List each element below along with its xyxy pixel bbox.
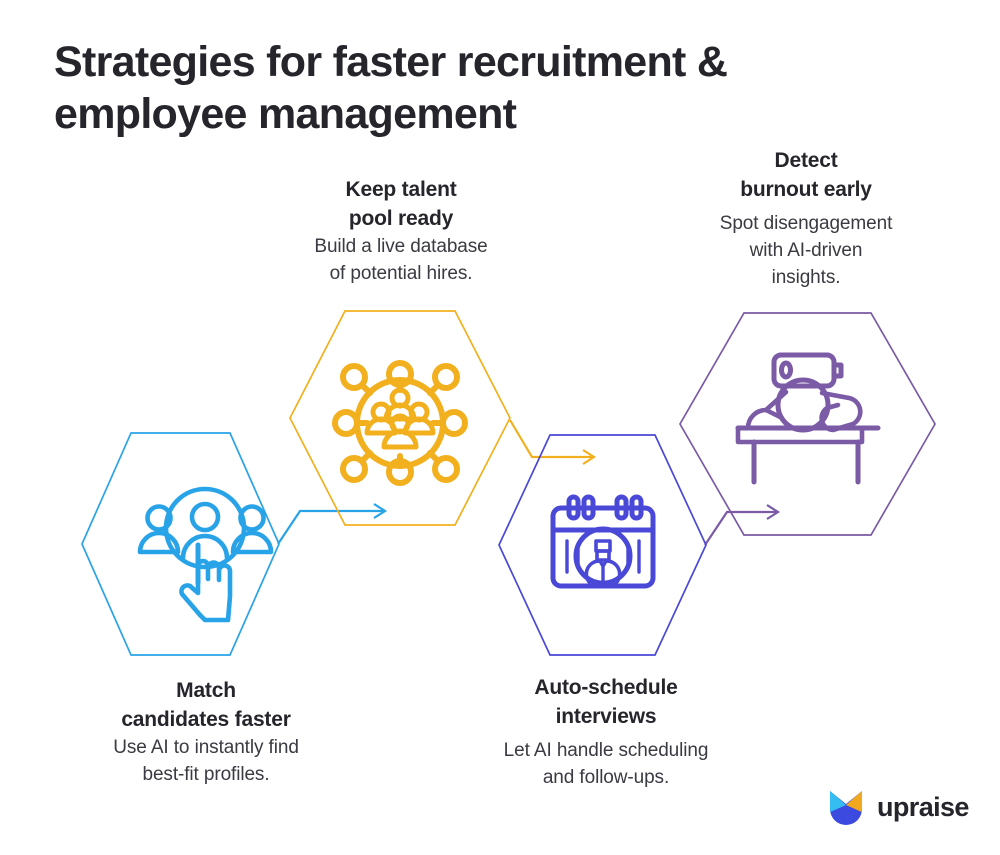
hexagon-step-1[interactable] — [81, 432, 280, 656]
people-select-icon — [137, 486, 274, 623]
caption-description: Use AI to instantly find best-fit profil… — [113, 737, 299, 785]
caption-title: Auto-schedule interviews — [534, 676, 678, 728]
logo-wordmark: upraise — [877, 791, 969, 822]
burnout-battery-icon — [735, 352, 881, 485]
caption-description: Spot disengagement with AI-driven insigh… — [719, 213, 893, 288]
hexagon-step-2[interactable] — [289, 310, 511, 526]
caption-title: Detect burnout early — [740, 149, 872, 201]
caption-title: Match candidates faster — [121, 679, 291, 731]
connector-1-to-2 — [277, 503, 388, 545]
hexagon-step-3[interactable] — [498, 434, 707, 656]
caption-title: Keep talent pool ready — [345, 178, 457, 230]
caption-description: Build a live database of potential hires… — [314, 236, 488, 284]
caption-step-1: Match candidates faster Use AI to instan… — [58, 676, 354, 788]
talent-network-icon — [332, 360, 468, 486]
connector-3-to-4 — [704, 504, 781, 546]
brand-logo[interactable]: upraise — [826, 784, 970, 830]
calendar-person-icon — [550, 494, 656, 589]
caption-step-4: Detect burnout early Spot disengagement … — [690, 146, 922, 291]
hexagon-step-4[interactable] — [679, 312, 936, 536]
page-title: Strategies for faster recruitment & empl… — [54, 38, 728, 138]
caption-step-3: Auto-schedule interviews Let AI handle s… — [470, 673, 742, 791]
upraise-logo-icon — [830, 791, 862, 825]
connector-2-to-3 — [509, 419, 597, 465]
caption-description: Let AI handle scheduling and follow-ups. — [503, 740, 709, 788]
caption-step-2: Keep talent pool ready Build a live data… — [278, 175, 524, 287]
